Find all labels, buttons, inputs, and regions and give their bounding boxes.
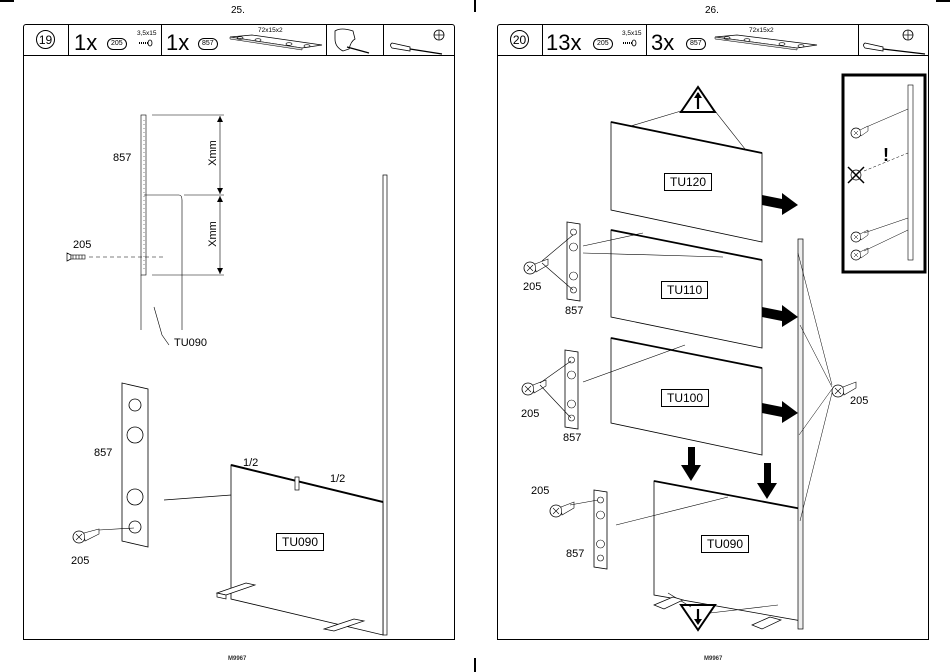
- label-plate-857-b: 857: [563, 432, 581, 444]
- connector-plate-857-c: [594, 490, 607, 569]
- crop-mark: [474, 658, 476, 672]
- screw-205-a: [524, 259, 548, 274]
- label-dim-lower: Xmm: [207, 221, 219, 247]
- label-plate-857-top: 857: [113, 152, 131, 164]
- page-number-right: 26.: [705, 5, 719, 16]
- label-plate-857-c: 857: [566, 548, 584, 560]
- label-panel-tu100: TU100: [661, 389, 709, 407]
- label-panel-tu090: TU090: [276, 533, 324, 551]
- inset-detail: [843, 75, 925, 272]
- label-plate-857-a: 857: [565, 305, 583, 317]
- label-screw-205-c: 205: [531, 485, 549, 497]
- label-screw-205-a: 205: [523, 281, 541, 293]
- step-frame-left: 19 1x 205 3,5x15 1x 857 72x15x2: [23, 24, 455, 640]
- label-half-right: 1/2: [330, 473, 345, 485]
- screw-205-c: [550, 502, 574, 517]
- arrow-right-icon: [762, 401, 798, 423]
- arrow-right-icon: [762, 305, 798, 327]
- crop-mark: [474, 0, 476, 12]
- screw-205-side: [67, 253, 85, 261]
- footer-code-right: M9967: [704, 656, 722, 662]
- step-frame-right: 20 13x 205 3,5x15 3x 857 72x15x2: [497, 24, 929, 640]
- connector-plate-857: [122, 383, 148, 547]
- footer-code-left: M9967: [228, 656, 246, 662]
- inset-warning-mark: !: [883, 145, 889, 166]
- label-panel-tu110: TU110: [661, 281, 708, 299]
- crop-mark: [936, 0, 950, 2]
- side-panel: [383, 175, 387, 635]
- arrow-down-icon: [757, 463, 777, 499]
- page-number-left: 25.: [231, 5, 245, 16]
- arrow-right-icon: [762, 193, 798, 215]
- arrow-down-icon: [681, 447, 701, 481]
- panel-edge-detail: [144, 195, 182, 330]
- crop-mark: [0, 0, 14, 2]
- label-tu090-pointer: TU090: [174, 337, 207, 349]
- label-plate-857-bottom: 857: [94, 447, 112, 459]
- foot-right: [752, 617, 781, 629]
- screw-205-bottom: [73, 529, 99, 543]
- label-screw-205-top: 205: [73, 239, 91, 251]
- warning-up-icon: [681, 87, 715, 112]
- label-panel-tu120: TU120: [664, 173, 712, 191]
- assembly-drawing-left: [24, 25, 456, 641]
- label-screw-205-b: 205: [521, 408, 539, 420]
- label-screw-205-bottom: 205: [71, 555, 89, 567]
- connector-plate-857-b: [565, 350, 578, 429]
- warning-down-icon: [681, 605, 715, 630]
- label-half-left: 1/2: [243, 457, 258, 469]
- connector-plate-857-a: [567, 222, 580, 301]
- foot-left: [654, 597, 683, 609]
- side-panel-right: [798, 239, 803, 629]
- label-screw-205-side: 205: [850, 395, 868, 407]
- label-dim-upper: Xmm: [207, 140, 219, 166]
- label-panel-tu090: TU090: [701, 535, 749, 553]
